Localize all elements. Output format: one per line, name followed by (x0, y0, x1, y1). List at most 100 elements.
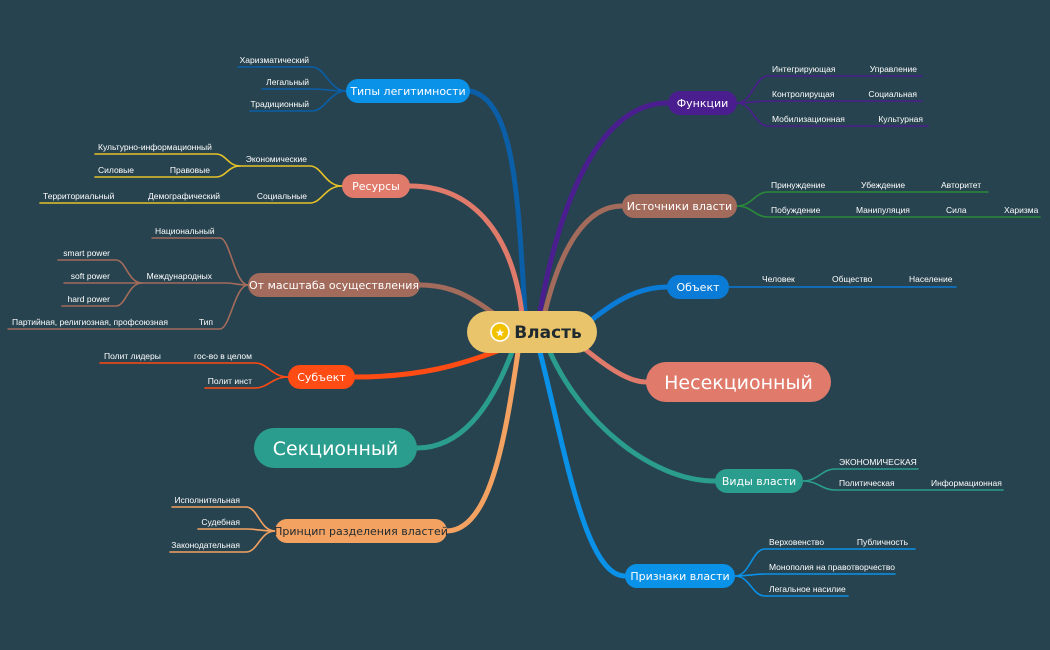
scale-international[interactable]: Международных (147, 271, 213, 281)
scale-type[interactable]: Тип (199, 317, 214, 327)
branch-line-sources (542, 203, 625, 315)
resources-territorial[interactable]: Территориальный (43, 191, 115, 201)
sources-inducement[interactable]: Побуждение (771, 205, 821, 215)
sources-authority[interactable]: Авторитет (941, 180, 981, 190)
topic-functions-box (668, 91, 737, 115)
topic-nonsectional[interactable]: Несекционный (646, 362, 831, 402)
kinds-political[interactable]: Политическая (839, 478, 895, 488)
topic-signs[interactable]: Признаки власти (625, 564, 735, 588)
connector (261, 88, 347, 92)
connector (39, 185, 343, 204)
topic-sectional-label: Секционный (273, 438, 399, 460)
branch-line-object (582, 284, 670, 328)
signs-monopoly[interactable]: Монополия на правотворчество (769, 562, 895, 572)
connector (197, 528, 276, 532)
object-society[interactable]: Общество (832, 274, 873, 284)
topic-sources-box (622, 194, 737, 218)
connector (249, 90, 347, 112)
scale-hard-power[interactable]: hard power (67, 294, 110, 304)
scale-national[interactable]: Национальный (155, 226, 215, 236)
topic-object-box (667, 275, 729, 299)
resources-legal[interactable]: Правовые (170, 165, 210, 175)
topic-scale-label: От масштаба осуществления (249, 279, 419, 292)
topic-functions[interactable]: Функции (668, 91, 737, 115)
functions-management[interactable]: Управление (870, 64, 918, 74)
subject-inst[interactable]: Полит инст (208, 376, 252, 386)
sources-force[interactable]: Сила (946, 205, 967, 215)
signs-supremacy[interactable]: Верховенство (769, 537, 824, 547)
object-person[interactable]: Человек (762, 274, 795, 284)
topic-object-label: Объект (676, 281, 720, 294)
subject-leaders[interactable]: Полит лидеры (104, 351, 161, 361)
separation-legislative[interactable]: Законодательная (171, 540, 240, 550)
subject-state[interactable]: гос-во в целом (194, 351, 252, 361)
sources-charisma[interactable]: Харизма (1004, 205, 1039, 215)
resources-power[interactable]: Силовые (98, 165, 134, 175)
connector (99, 362, 289, 378)
topic-kinds-box (715, 469, 803, 493)
scale-party-religious-union[interactable]: Партийная, религиозная, профсоюзная (12, 317, 168, 327)
functions-mobilizing[interactable]: Мобилизационная (772, 114, 845, 124)
branch-line-legitimacy (467, 88, 528, 315)
functions-integrating[interactable]: Интегрирующая (772, 64, 836, 74)
resources-social[interactable]: Социальные (257, 191, 307, 201)
resources-cultural[interactable]: Культурно-информационный (98, 142, 212, 152)
branch-line-functions (537, 100, 671, 315)
connector (7, 284, 249, 330)
connector (169, 530, 276, 553)
sources-manipulation[interactable]: Манипуляция (856, 205, 910, 215)
resources-economic[interactable]: Экономические (246, 154, 308, 164)
connector (94, 165, 241, 178)
central-topic[interactable]: ★ Власть (467, 311, 597, 353)
legitimacy-item-traditional[interactable]: Традиционный (251, 99, 310, 109)
topic-separation[interactable]: Принцип разделения властей (274, 519, 448, 543)
star-icon (490, 322, 510, 342)
functions-cultural[interactable]: Культурная (878, 114, 923, 124)
topic-subject-label: Субъект (297, 371, 346, 384)
kinds-economic[interactable]: ЭКОНОМИЧЕСКАЯ (839, 457, 917, 467)
topic-sources[interactable]: Источники власти (622, 194, 737, 218)
connector (736, 102, 929, 127)
signs-legal-violence[interactable]: Легальное насилие (769, 584, 846, 594)
connector (734, 573, 896, 577)
scale-smart-power[interactable]: smart power (63, 248, 110, 258)
topic-legitimacy[interactable]: Типы легитимности (346, 79, 470, 103)
sources-coercion[interactable]: Принуждение (771, 180, 825, 190)
connector (736, 205, 1041, 218)
topic-resources[interactable]: Ресурсы (342, 174, 410, 198)
branch-line-separation (444, 349, 521, 534)
central-topic-box (467, 311, 597, 353)
kinds-informational[interactable]: Информационная (931, 478, 1002, 488)
star-icon-glyph: ★ (495, 327, 505, 340)
topic-kinds-label: Виды власти (722, 475, 796, 488)
legitimacy-item-charismatic[interactable]: Харизматический (240, 55, 310, 65)
object-population[interactable]: Население (909, 274, 953, 284)
legitimacy-item-legal[interactable]: Легальный (266, 77, 309, 87)
connector (736, 75, 923, 104)
connectors (7, 66, 1041, 597)
connector (736, 100, 923, 104)
branch-line-subject (352, 347, 503, 380)
functions-social[interactable]: Социальная (868, 89, 917, 99)
sources-persuasion[interactable]: Убеждение (861, 180, 905, 190)
separation-judicial[interactable]: Судебная (201, 517, 240, 527)
connector (734, 575, 849, 597)
functions-controlling[interactable]: Контролирущая (772, 89, 835, 99)
topic-sectional[interactable]: Секционный (254, 428, 417, 468)
topic-subject[interactable]: Субъект (288, 365, 355, 389)
topic-kinds[interactable]: Виды власти (715, 469, 803, 493)
topic-scale[interactable]: От масштаба осуществления (248, 273, 420, 297)
resources-demographic[interactable]: Демографический (148, 191, 220, 201)
separation-executive[interactable]: Исполнительная (174, 495, 240, 505)
signs-publicity[interactable]: Публичность (857, 537, 909, 547)
topic-object[interactable]: Объект (667, 275, 729, 299)
branch-line-resources (407, 183, 525, 317)
branch-line-kinds (547, 349, 718, 484)
connector (61, 282, 143, 307)
connector (204, 376, 289, 389)
connector (736, 191, 989, 207)
connector (734, 548, 916, 577)
scale-soft-power[interactable]: soft power (71, 271, 110, 281)
branch-line-nonsectional (577, 342, 649, 385)
